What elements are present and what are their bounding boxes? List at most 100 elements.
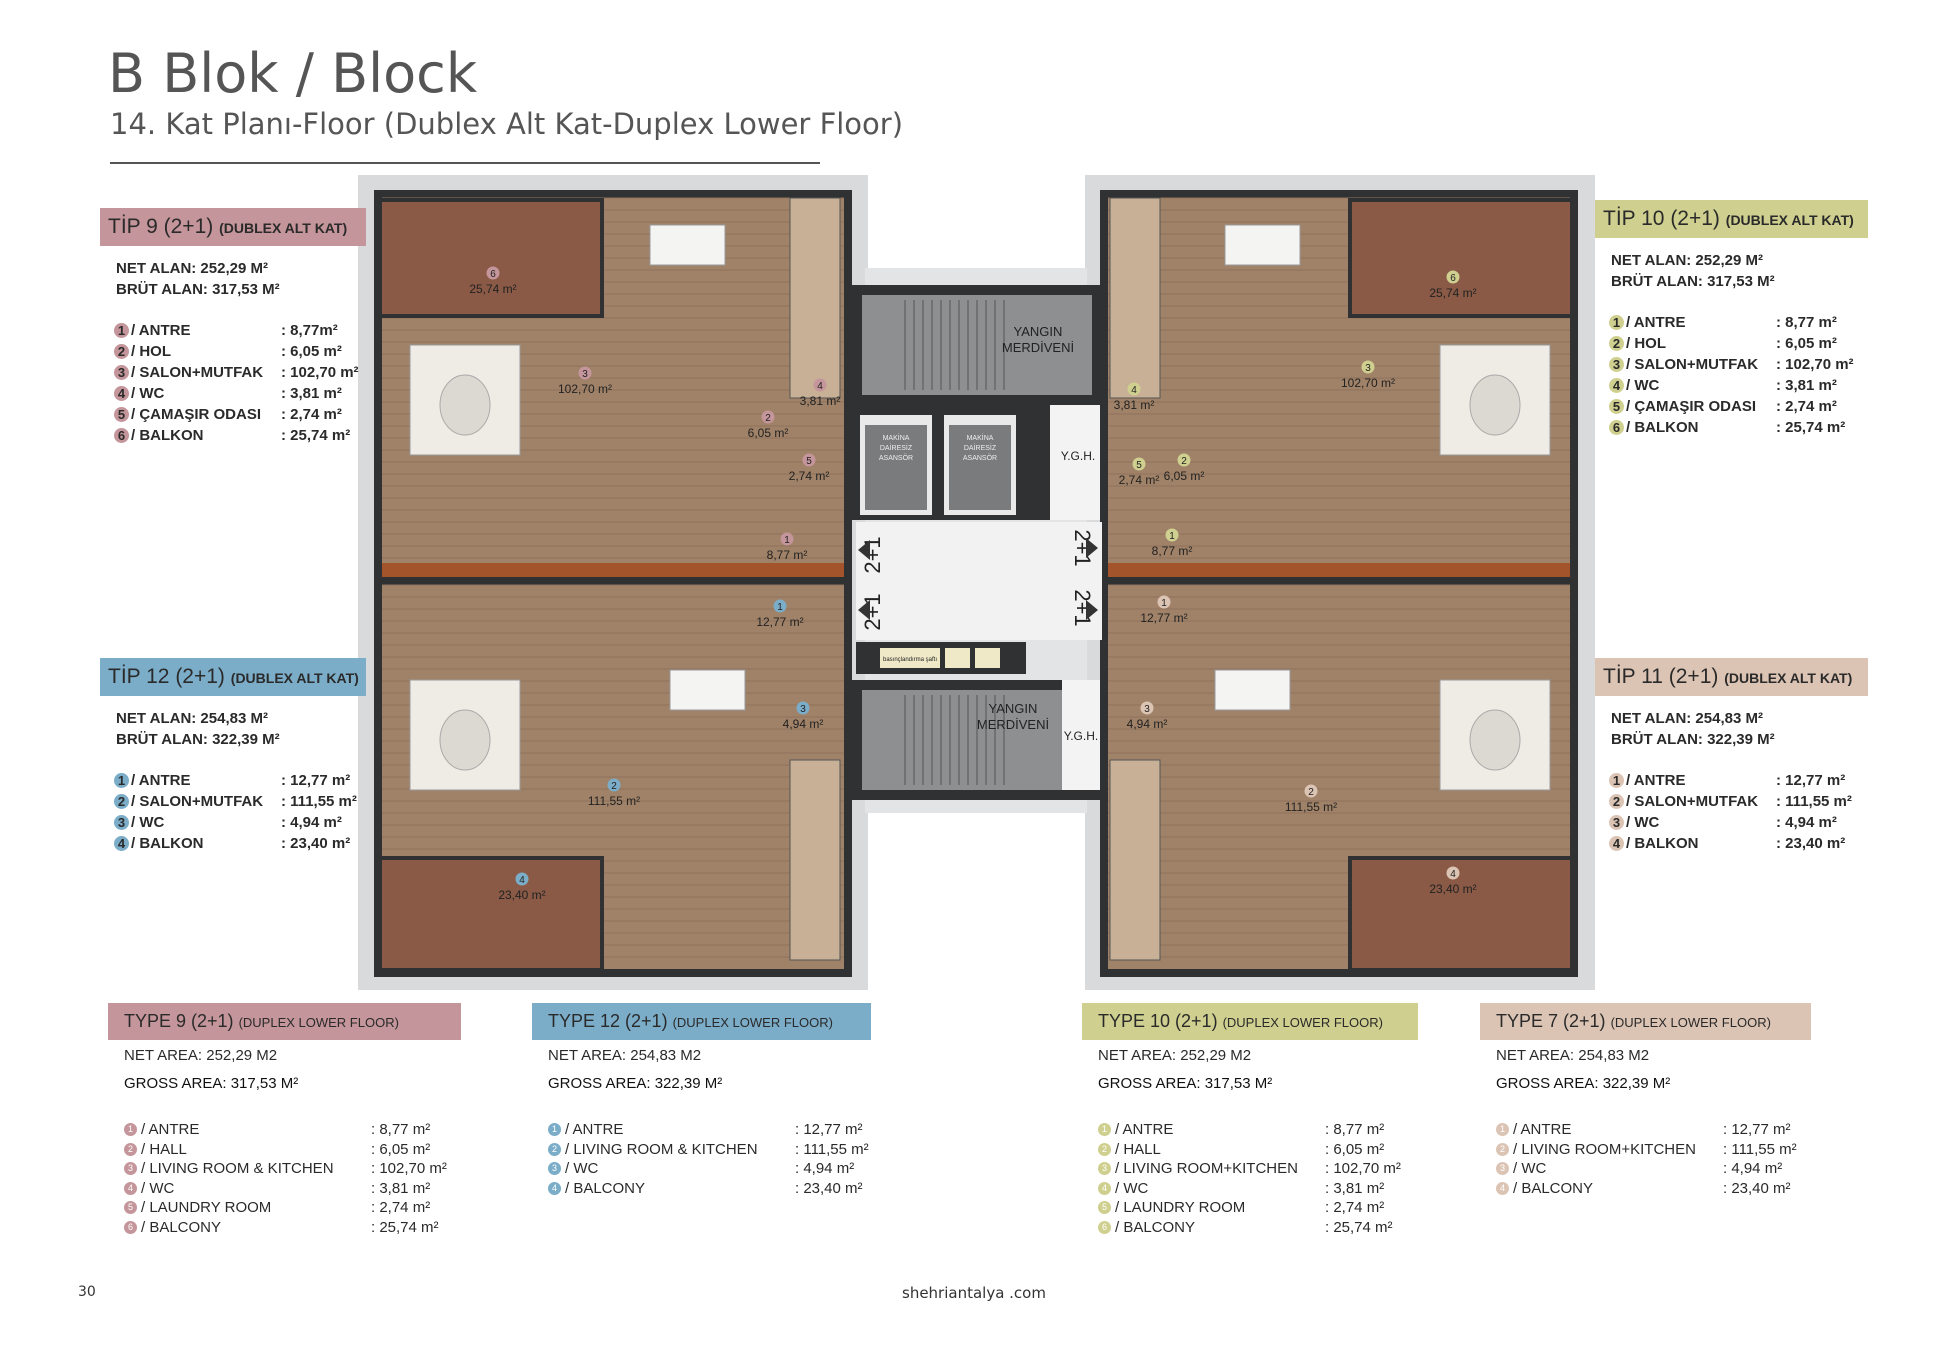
room-name: / WC: [565, 1160, 599, 1177]
room-name: / WC: [131, 385, 165, 402]
room-number: 2: [1181, 456, 1187, 467]
coffee-table: [439, 374, 491, 436]
room-number-badge: [515, 872, 529, 886]
elevator-label: MAKİNA: [967, 433, 994, 442]
card-title: TİP 11 (2+1): [1603, 665, 1719, 688]
room-row: 3/ SALON+MUTFAK: 102,70 m²: [114, 362, 366, 383]
gross-area: BRÜT ALAN: 317,53 M²: [116, 281, 280, 298]
room-row: 3/ WC: 4,94 m²: [1496, 1159, 1811, 1179]
room-row: 1/ ANTRE: 8,77 m²: [124, 1120, 461, 1140]
dining-table: [1214, 669, 1291, 711]
room-area-label: 3,81 m²: [1114, 398, 1155, 412]
room-area-label: 2,74 m²: [789, 469, 830, 483]
room-area-label: 111,55 m²: [1285, 800, 1337, 814]
room-row: 4/ WC: 3,81 m²: [1609, 375, 1868, 396]
room-name: / WC: [1513, 1160, 1547, 1177]
room-area-label: 102,70 m²: [1341, 376, 1395, 390]
bottom-card-type7: TYPE 7 (2+1) (DUPLEX LOWER FLOOR)NET ARE…: [1480, 1003, 1811, 1198]
room-row: 4/ BALKON: 23,40 m²: [114, 833, 366, 854]
net-area: NET ALAN: 252,29 M²: [1611, 252, 1763, 269]
room-row: 2/ HALL: 6,05 m²: [1098, 1140, 1418, 1160]
room-number-badge: 3: [114, 365, 129, 380]
room-number-badge: 1: [114, 773, 129, 788]
room-number: 1: [777, 602, 783, 613]
room-number-badge: 4: [1496, 1181, 1509, 1195]
room-number-badge: [780, 532, 794, 546]
tip12-balcony: [378, 856, 604, 972]
room-area: : 25,74 m²: [1325, 1218, 1393, 1236]
room-area: : 3,81 m²: [1776, 377, 1837, 394]
card-header: TİP 12 (2+1) (DUBLEX ALT KAT): [100, 658, 366, 696]
room-area: : 2,74 m²: [371, 1199, 431, 1216]
room-area-label: 4,94 m²: [1127, 717, 1168, 731]
room-number-badge: 1: [114, 323, 129, 338]
net-area: NET AREA: 252,29 M2: [1098, 1047, 1252, 1064]
net-area: NET ALAN: 254,83 M²: [1611, 710, 1763, 727]
room-number-badge: 2: [114, 344, 129, 359]
interior-staircase: [1109, 759, 1161, 961]
room-number: 4: [817, 381, 823, 392]
room-area: : 111,55 m²: [795, 1140, 869, 1158]
room-name: / HOL: [131, 343, 171, 360]
room-number-badge: 3: [124, 1162, 137, 1175]
room-number-badge: 3: [114, 815, 129, 830]
room-row: 4/ BALCONY: 23,40 m²: [548, 1179, 871, 1199]
room-name: / BALKON: [131, 427, 204, 444]
card-subtitle: (DUPLEX LOWER FLOOR): [1610, 1015, 1771, 1030]
room-name: / LIVING ROOM & KITCHEN: [141, 1160, 334, 1177]
room-name: / WC: [141, 1179, 175, 1197]
room-number-badge: 1: [1609, 315, 1624, 330]
room-name: / BALKON: [131, 835, 204, 852]
card-title: TYPE 7 (2+1): [1496, 1011, 1606, 1031]
gross-area: BRÜT ALAN: 322,39 M²: [116, 731, 280, 748]
coffee-table: [1469, 374, 1521, 436]
room-row: 4/ BALCONY: 23,40 m²: [1496, 1179, 1811, 1199]
card-title: TYPE 10 (2+1): [1098, 1011, 1218, 1031]
room-number-badge: 1: [548, 1123, 561, 1136]
room-number-badge: 3: [1098, 1162, 1111, 1175]
room-number: 3: [582, 369, 588, 380]
room-number-badge: 6: [114, 428, 129, 443]
shaft-box: [880, 648, 940, 668]
gross-area: BRÜT ALAN: 317,53 M²: [1611, 273, 1775, 290]
room-area-label: 111,55 m²: [588, 794, 640, 808]
room-area: : 3,81 m²: [371, 1179, 431, 1197]
room-row: 3/ WC: 4,94 m²: [114, 812, 366, 833]
card-subtitle: (DUPLEX LOWER FLOOR): [1222, 1015, 1383, 1030]
room-area: : 2,74 m²: [1776, 398, 1837, 415]
page-number: 30: [78, 1284, 96, 1300]
net-area: NET AREA: 254,83 M2: [548, 1047, 702, 1064]
side-card-tip9: TİP 9 (2+1) (DUBLEX ALT KAT)NET ALAN: 25…: [100, 208, 366, 446]
ygh-bottom: [1062, 680, 1100, 790]
room-number-badge: 3: [1609, 815, 1624, 830]
room-number-badge: 4: [114, 836, 129, 851]
room-row: 3/ WC: 4,94 m²: [1609, 812, 1868, 833]
room-area: : 12,77 m²: [281, 772, 351, 789]
room-number: 6: [490, 269, 496, 280]
room-row: 6/ BALCONY: 25,74 m²: [1098, 1218, 1418, 1238]
gross-area: GROSS AREA: 317,53 M²: [1098, 1075, 1273, 1092]
card-title: TYPE 9 (2+1): [124, 1011, 234, 1031]
website-link[interactable]: shehriantalya .com: [902, 1284, 1046, 1302]
net-area: NET ALAN: 254,83 M²: [116, 710, 268, 727]
room-area-label: 8,77 m²: [1152, 544, 1193, 558]
room-area: : 23,40 m²: [1723, 1179, 1791, 1197]
room-row: 2/ HOL: 6,05 m²: [1609, 333, 1868, 354]
room-area: : 8,77 m²: [1776, 314, 1837, 331]
ygh-label: Y.G.H.: [1064, 729, 1098, 743]
fire-stair-bottom: [862, 690, 1062, 790]
room-area: : 12,77 m²: [795, 1121, 863, 1138]
room-number: 5: [806, 456, 812, 467]
room-row: 3/ LIVING ROOM+KITCHEN: 102,70 m²: [1098, 1159, 1418, 1179]
room-number: 4: [519, 875, 525, 886]
side-card-tip10: TİP 10 (2+1) (DUBLEX ALT KAT)NET ALAN: 2…: [1595, 200, 1868, 438]
room-number-badge: [607, 778, 621, 792]
room-area: : 102,70 m²: [371, 1160, 447, 1177]
room-name: / WC: [1626, 377, 1660, 394]
